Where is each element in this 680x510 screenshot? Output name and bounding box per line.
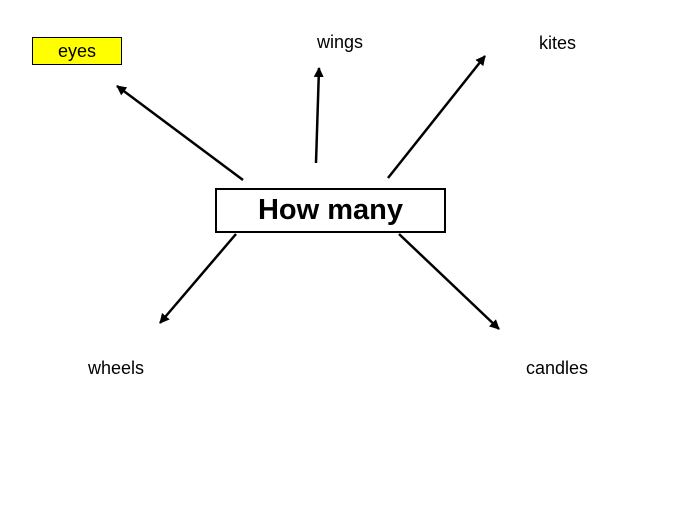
arrow-to-candles xyxy=(398,233,500,330)
node-wings-label: wings xyxy=(317,32,364,52)
node-wheels-label: wheels xyxy=(88,358,145,378)
arrow-to-wheels xyxy=(159,233,237,324)
arrow-to-eyes xyxy=(116,84,244,182)
node-eyes: eyes xyxy=(32,37,122,65)
node-candles-label: candles xyxy=(526,358,589,378)
arrow-to-kites xyxy=(387,55,486,179)
arrow-to-wings xyxy=(313,67,324,164)
node-eyes-label: eyes xyxy=(57,41,97,61)
center-node-label: How many xyxy=(257,194,404,226)
node-kites-label: kites xyxy=(539,33,577,53)
center-node: How many xyxy=(215,188,446,233)
